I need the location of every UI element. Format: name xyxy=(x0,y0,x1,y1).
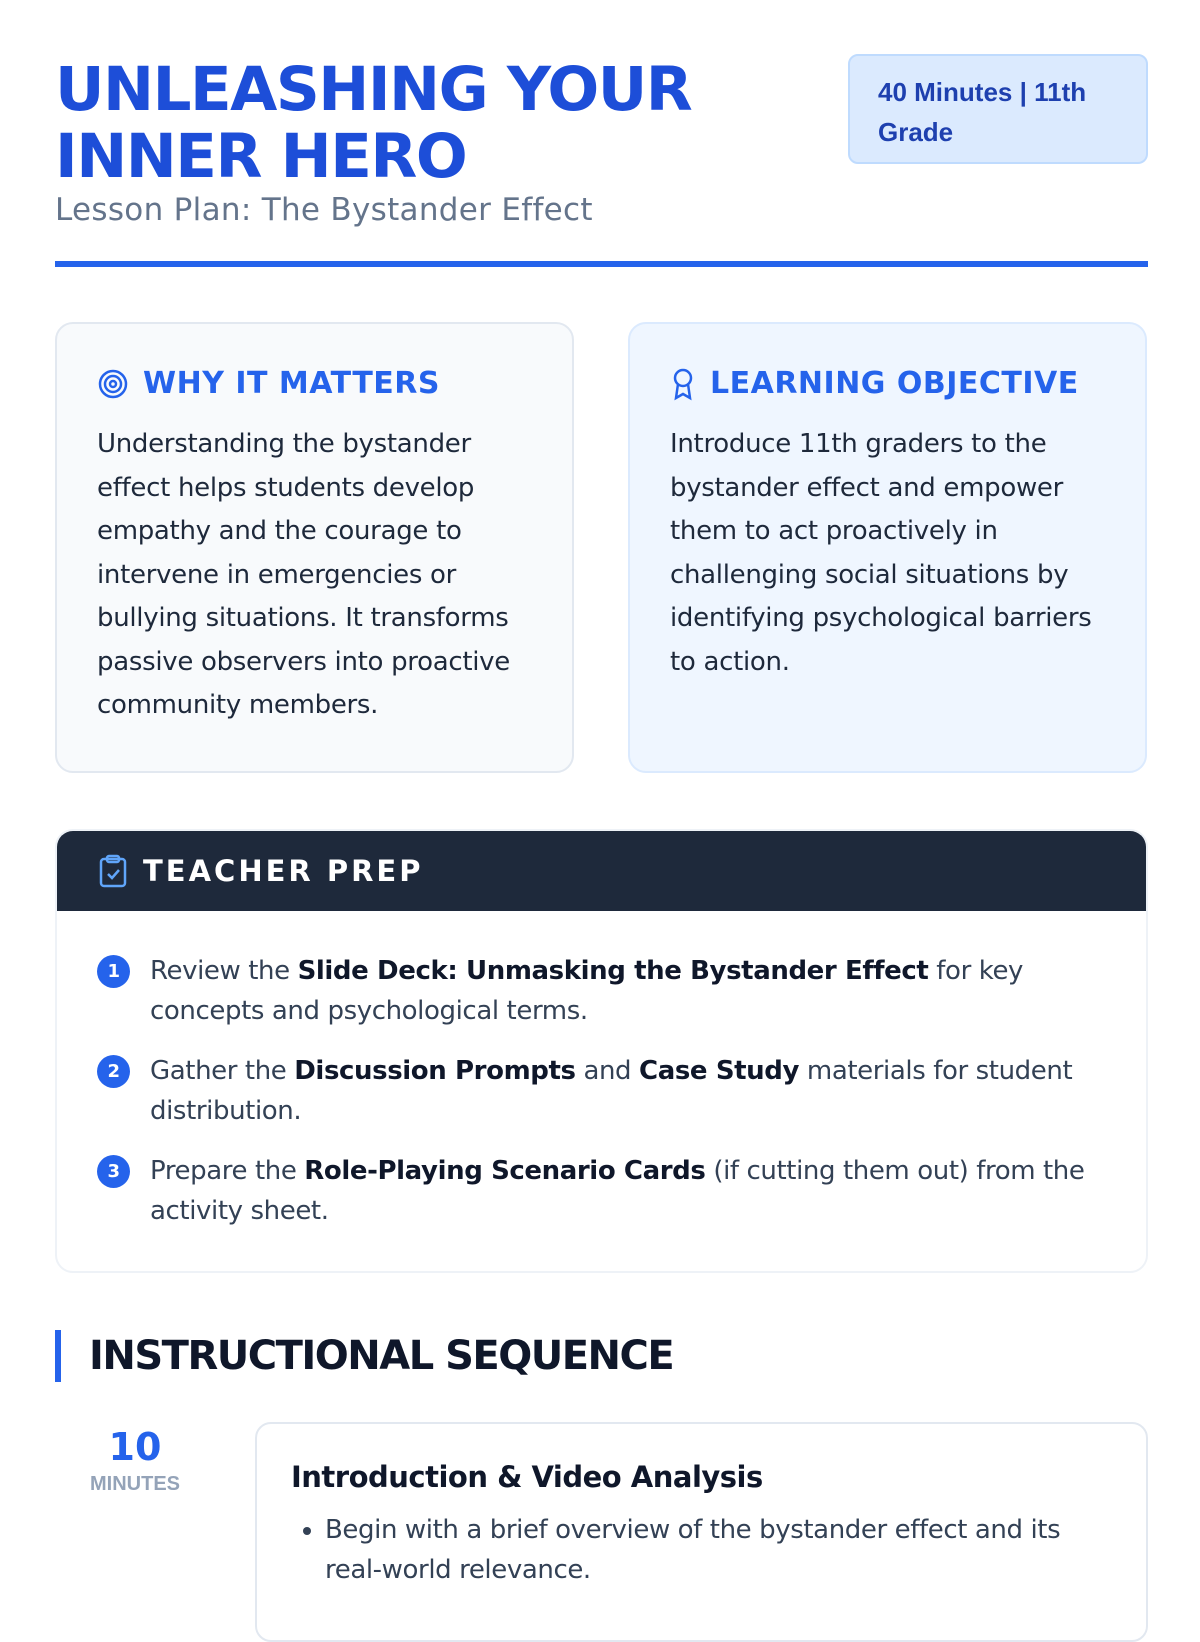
card-title: WHY IT MATTERS xyxy=(143,366,440,401)
instructional-sequence-heading: INSTRUCTIONAL SEQUENCE xyxy=(55,1330,675,1382)
page-subtitle: Lesson Plan: The Bystander Effect xyxy=(55,192,593,228)
step-title: Introduction & Video Analysis xyxy=(291,1460,763,1494)
text: (if cutting them out) from the activity … xyxy=(150,1156,1085,1226)
teacher-prep-panel: TEACHER PREP 1 Review the Slide Deck: Unm… xyxy=(55,829,1148,1273)
prep-item: 3 Prepare the Role-Playing Scenario Cards… xyxy=(97,1151,1106,1231)
header-divider xyxy=(55,261,1148,267)
duration-value: 10 xyxy=(108,1425,162,1469)
card-body: Understanding the bystander effect helps… xyxy=(97,429,510,720)
material-name: Role-Playing Scenario Cards xyxy=(304,1156,706,1186)
prep-item: 2 Gather the Discussion Prompts and Case … xyxy=(97,1051,1106,1131)
text: Gather the xyxy=(150,1056,295,1086)
why-it-matters-card: WHY IT MATTERS Understanding the bystand… xyxy=(55,322,574,773)
text: Review the xyxy=(150,956,298,986)
material-name: Case Study xyxy=(639,1056,800,1086)
step-bullet: Begin with a brief overview of the bysta… xyxy=(325,1510,1112,1590)
step-number: 2 xyxy=(97,1055,130,1088)
text: Prepare the xyxy=(150,1156,305,1186)
target-icon xyxy=(98,369,128,398)
teacher-prep-header: TEACHER PREP xyxy=(57,831,1146,911)
section-title: TEACHER PREP xyxy=(143,854,424,888)
step-number: 1 xyxy=(97,955,130,988)
clipboard-check-icon xyxy=(99,854,127,888)
text: materials for student distribution. xyxy=(150,1056,1073,1126)
text: for key concepts and psychological terms… xyxy=(150,956,1024,1026)
duration-unit: MINUTES xyxy=(90,1473,180,1495)
sequence-step-card: Introduction & Video Analysis Begin with… xyxy=(255,1422,1148,1642)
step-number: 3 xyxy=(97,1155,130,1188)
material-name: Discussion Prompts xyxy=(294,1056,576,1086)
award-icon xyxy=(673,368,693,400)
prep-item: 1 Review the Slide Deck: Unmasking the By… xyxy=(97,951,1106,1031)
card-body: Introduce 11th graders to the bystander … xyxy=(670,429,1092,677)
text: and xyxy=(575,1056,640,1086)
duration-grade-badge: 40 Minutes | 11th Grade xyxy=(848,54,1148,164)
page-title: UNLEASHING YOUR INNER HERO xyxy=(55,54,693,192)
material-name: Slide Deck: Unmasking the Bystander Effe… xyxy=(297,956,929,986)
learning-objective-card: LEARNING OBJECTIVE Introduce 11th grader… xyxy=(628,322,1147,773)
step-duration: 10 MINUTES xyxy=(55,1425,215,1496)
card-title: LEARNING OBJECTIVE xyxy=(710,366,1079,401)
